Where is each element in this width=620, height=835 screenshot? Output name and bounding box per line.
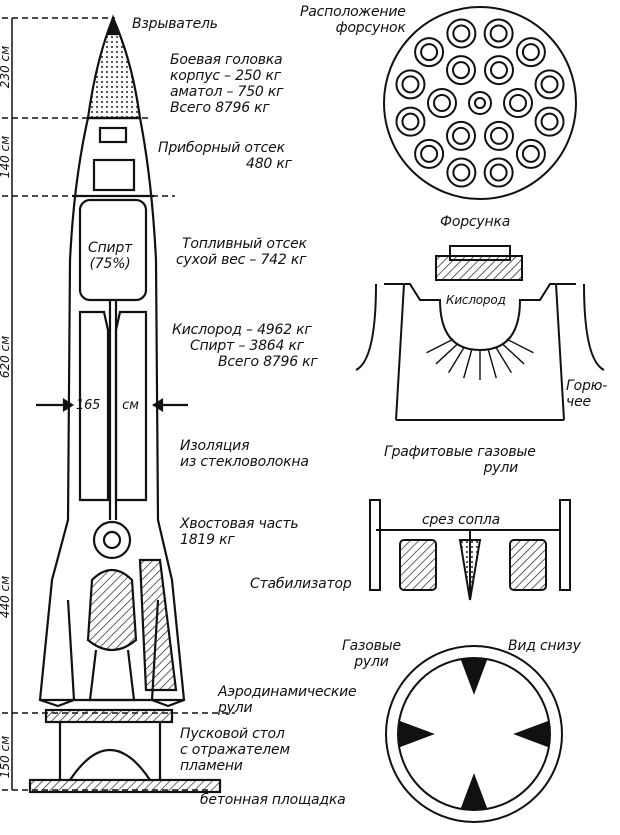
injector-ring <box>452 163 471 182</box>
injector-ring <box>414 138 445 169</box>
bottom-view-title: Вид снизу <box>508 638 581 654</box>
instrument-label: Приборный отсек 480 кг <box>158 140 292 172</box>
injector-ring <box>401 75 420 94</box>
injector-ring <box>515 37 546 68</box>
injector-ring <box>534 106 565 137</box>
injector-ring <box>395 106 426 137</box>
pad-label: бетонная площадка <box>200 792 346 808</box>
stabilizer-label: Стабилизатор <box>250 576 352 592</box>
spray-arrow <box>463 349 473 379</box>
spray-arrow <box>435 343 459 365</box>
rudders-title: Графитовые газовые рули <box>384 444 536 476</box>
injector-ring <box>503 88 533 118</box>
spray-arrow <box>506 338 534 354</box>
injector-ring <box>489 24 508 43</box>
injector-ring <box>483 18 514 49</box>
injector-ring <box>395 69 426 100</box>
bottom-view <box>385 645 563 823</box>
injector-ring <box>521 43 540 62</box>
gas-rudders <box>369 499 571 601</box>
injector-ring <box>468 91 492 115</box>
injector-ring <box>484 120 514 151</box>
injector-ring <box>540 75 559 94</box>
rocket-body <box>28 14 222 794</box>
fuel-label: Горю- чее <box>566 378 608 410</box>
injector-ring <box>490 126 508 145</box>
warhead-label: Боевая головка корпус – 250 кг аматол – … <box>170 52 284 116</box>
injector-title: Форсунка <box>440 214 511 230</box>
injector-layout <box>383 6 577 200</box>
alcohol-tank-label: Спирт (75%) <box>88 240 133 272</box>
dim-tail: 440 см <box>0 575 13 619</box>
dim-table: 150 см <box>0 735 13 779</box>
spray-arrow <box>501 343 525 365</box>
injector-ring <box>401 112 420 131</box>
injector-ring <box>474 97 486 109</box>
injector-ring <box>515 138 546 169</box>
injector-layout-title: Расположение форсунок <box>300 4 406 36</box>
injector-ring <box>446 18 477 49</box>
injector-ring <box>534 69 565 100</box>
injector-ring <box>452 61 470 80</box>
tail-label: Хвостовая часть 1819 кг <box>180 516 299 548</box>
injector-ring <box>452 126 470 145</box>
injector-ring <box>490 61 508 80</box>
oxygen-label: Кислород <box>446 293 506 307</box>
injector-section <box>355 245 605 421</box>
injector-ring <box>433 94 451 112</box>
injector-ring <box>509 94 527 112</box>
injector-ring <box>420 43 439 62</box>
spray-arrow <box>487 349 497 379</box>
injector-ring <box>540 112 559 131</box>
injector-ring <box>521 144 540 163</box>
injector-ring <box>489 163 508 182</box>
gas-rudders-label: Газовые рули <box>342 638 401 670</box>
injector-ring <box>446 55 476 86</box>
injector-ring <box>446 157 477 188</box>
dim-instrument: 140 см <box>0 135 13 179</box>
injector-ring <box>452 24 471 43</box>
nozzle-cut-label: срез сопла <box>422 512 501 528</box>
injector-ring <box>420 144 439 163</box>
injector-ring <box>483 157 514 188</box>
aero-rudders-label: Аэродинамические рули <box>218 684 357 716</box>
insulation-label: Изоляция из стекловолокна <box>180 438 309 470</box>
spray-arrow <box>495 346 512 373</box>
propellants-label: Кислород – 4962 кг Спирт – 3864 кг Всего… <box>172 322 318 370</box>
injector-ring <box>446 120 476 151</box>
injector-ring <box>414 37 445 68</box>
spray-arrow <box>448 346 465 373</box>
width-label: 165 см <box>76 398 139 413</box>
spray-arrow <box>426 338 454 354</box>
injector-ring <box>484 55 514 86</box>
dim-fuel: 620 см <box>0 335 13 379</box>
dim-warhead: 230 см <box>0 45 13 89</box>
injector-ring <box>427 88 457 118</box>
launch-table-label: Пусковой стол с отражателем пламени <box>180 726 290 774</box>
fuel-section-label: Топливный отсек сухой вес – 742 кг <box>176 236 307 268</box>
fuze-label: Взрыватель <box>132 16 218 32</box>
